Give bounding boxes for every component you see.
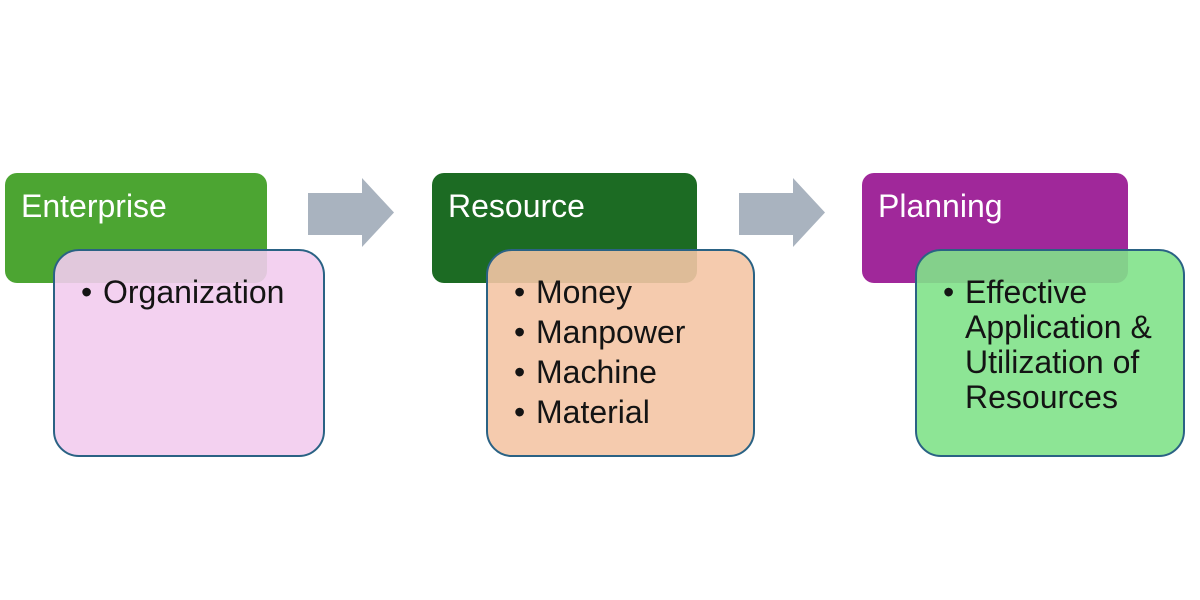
right-arrow-icon	[308, 178, 394, 247]
planning-bullet-list: Effective Application & Utilization of R…	[943, 275, 1167, 415]
right-arrow-shape	[308, 178, 394, 247]
bullet-item: Money	[514, 275, 737, 311]
bullet-item: Effective Application & Utilization of R…	[943, 275, 1167, 415]
enterprise-header-label: Enterprise	[21, 188, 167, 224]
bullet-item: Organization	[81, 275, 307, 311]
resource-content-box: Money Manpower Machine Material	[486, 249, 755, 457]
planning-content-box: Effective Application & Utilization of R…	[915, 249, 1185, 457]
bullet-item: Manpower	[514, 315, 737, 351]
enterprise-bullet-list: Organization	[81, 275, 307, 311]
right-arrow-shape	[739, 178, 825, 247]
resource-bullet-list: Money Manpower Machine Material	[514, 275, 737, 431]
bullet-item: Machine	[514, 355, 737, 391]
planning-header-label: Planning	[878, 188, 1003, 224]
bullet-item: Material	[514, 395, 737, 431]
right-arrow-icon	[739, 178, 825, 247]
enterprise-content-box: Organization	[53, 249, 325, 457]
resource-header-label: Resource	[448, 188, 585, 224]
